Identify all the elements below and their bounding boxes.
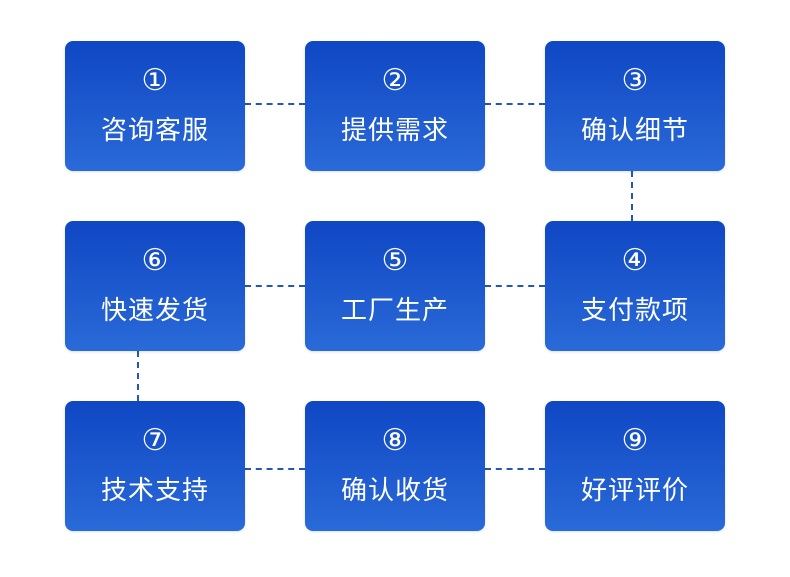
step-box-5: ⑤ 工厂生产 [305, 221, 485, 351]
step-label-4: 支付款项 [580, 296, 689, 326]
step-number-3: ③ [621, 63, 649, 98]
step-box-4: ④ 支付款项 [545, 221, 725, 351]
connector-3-4 [631, 171, 633, 221]
step-box-3: ③ 确认细节 [545, 41, 725, 171]
connector-7-8 [245, 468, 305, 470]
step-number-8: ⑧ [381, 423, 409, 458]
step-box-2: ② 提供需求 [305, 41, 485, 171]
step-label-6: 快速发货 [100, 296, 209, 326]
step-box-7: ⑦ 技术支持 [65, 401, 245, 531]
connector-6-7 [137, 351, 139, 401]
step-label-9: 好评评价 [580, 476, 689, 506]
step-number-6: ⑥ [141, 243, 169, 278]
step-label-8: 确认收货 [340, 476, 449, 506]
connector-5-6 [245, 285, 305, 287]
step-number-7: ⑦ [141, 423, 169, 458]
step-number-4: ④ [621, 243, 649, 278]
step-number-2: ② [381, 63, 409, 98]
step-number-9: ⑨ [621, 423, 649, 458]
step-box-6: ⑥ 快速发货 [65, 221, 245, 351]
step-box-8: ⑧ 确认收货 [305, 401, 485, 531]
step-box-1: ① 咨询客服 [65, 41, 245, 171]
step-label-1: 咨询客服 [100, 116, 209, 146]
connector-4-5 [485, 285, 545, 287]
step-box-9: ⑨ 好评评价 [545, 401, 725, 531]
step-label-3: 确认细节 [580, 116, 689, 146]
connector-1-2 [245, 103, 305, 105]
connector-8-9 [485, 468, 545, 470]
step-label-2: 提供需求 [340, 116, 449, 146]
connector-2-3 [485, 103, 545, 105]
step-label-5: 工厂生产 [340, 296, 449, 326]
step-number-5: ⑤ [381, 243, 409, 278]
step-label-7: 技术支持 [100, 476, 209, 506]
step-number-1: ① [141, 63, 169, 98]
